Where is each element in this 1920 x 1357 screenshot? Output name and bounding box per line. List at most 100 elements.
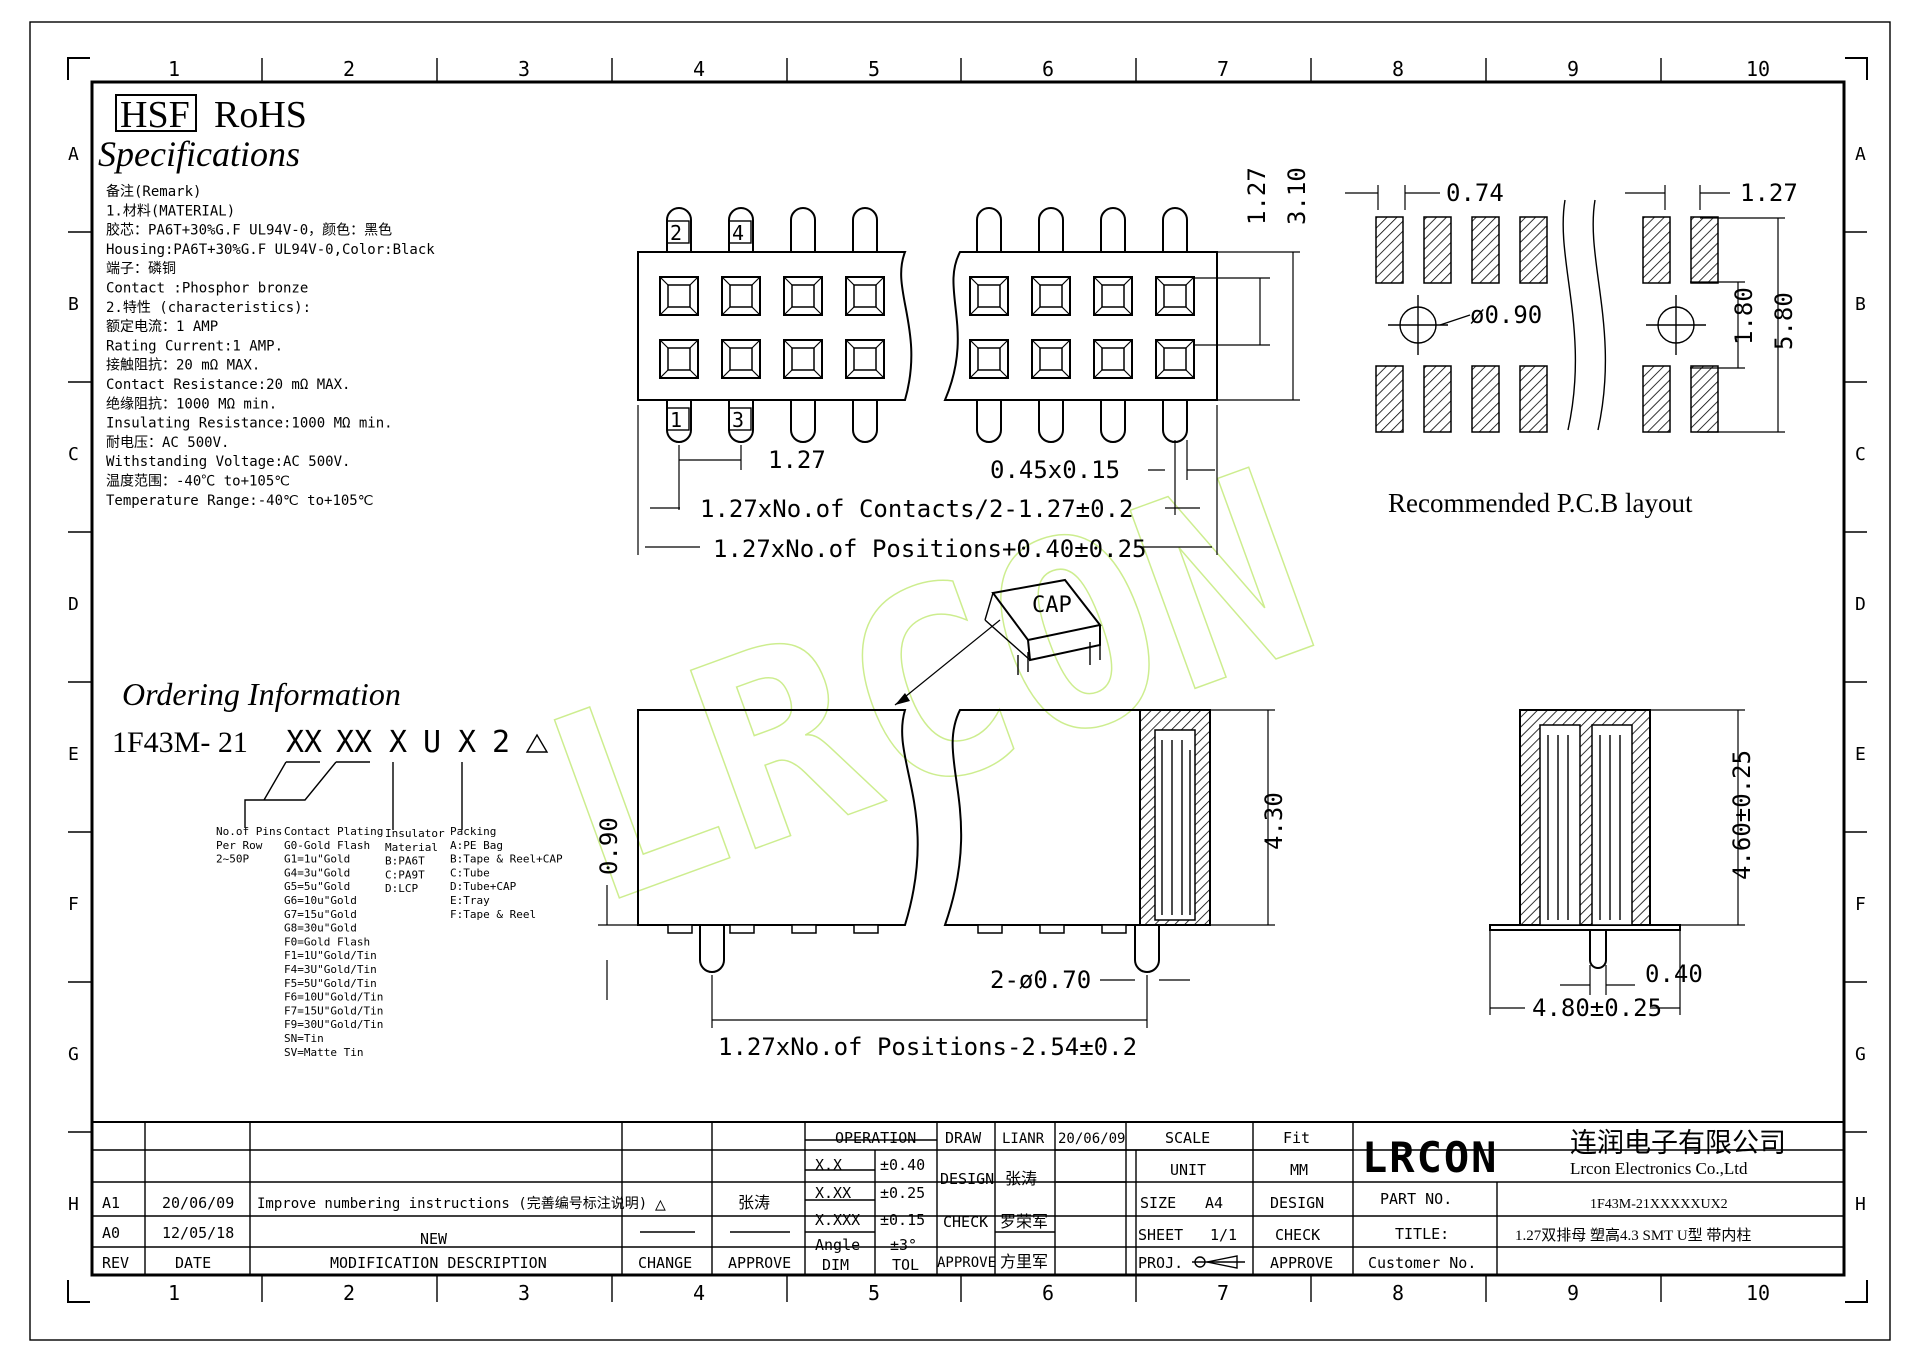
dim-pitch-127: 1.27	[768, 446, 826, 474]
cap-label: CAP	[1032, 593, 1072, 618]
draw-label: DRAW	[945, 1129, 982, 1147]
grid-col-label: 10	[1746, 1281, 1770, 1305]
grid-col-label: 7	[1217, 1281, 1229, 1305]
remark-line: Housing:PA6T+30%G.F UL94V-0,Color:Black	[106, 242, 435, 258]
grid-col-label: 1	[168, 57, 180, 81]
change-a1: △	[655, 1194, 666, 1215]
ordering-option: F1=1U"Gold/Tin	[284, 949, 377, 962]
grid-row-label: H	[68, 1194, 79, 1215]
ordering-code: X	[458, 725, 476, 760]
dim-contacts: 1.27xNo.of Contacts/2-1.27±0.2	[700, 495, 1133, 523]
side-dims	[598, 709, 1275, 1028]
side-bottom-pads	[667, 924, 1127, 934]
remark-line: Contact Resistance:20 mΩ MAX.	[106, 377, 350, 393]
grid-row-label: F	[68, 894, 79, 915]
company-logo: LRCON	[1362, 1133, 1498, 1182]
info-approve-label: APPROVE	[1270, 1254, 1333, 1272]
scale-label: SCALE	[1165, 1129, 1210, 1147]
grid-col-label: 1	[168, 1281, 180, 1305]
ordering-option: F6=10U"Gold/Tin	[284, 991, 383, 1004]
pin-label-3: 3	[732, 408, 744, 432]
grid-row-label: B	[1855, 294, 1866, 315]
part-no-value: 1F43M-21XXXXXUX2	[1590, 1197, 1728, 1212]
grid-col-label: 3	[518, 1281, 530, 1305]
pin-label-1: 1	[670, 408, 682, 432]
pcb-pad	[1375, 365, 1404, 433]
grid-col-label: 2	[343, 1281, 355, 1305]
proj-label: PROJ.	[1138, 1254, 1183, 1272]
ordering-code: XX	[286, 725, 322, 760]
desc-a1: Improve numbering instructions (完善编号标注说明…	[257, 1196, 647, 1212]
end-dims	[1489, 709, 1745, 1015]
customer-label: Customer No.	[1368, 1254, 1476, 1272]
top-view: 2 4 1 3 1.27 1.27xNo.of Contacts/2-1.27±…	[637, 167, 1311, 563]
grid-row-label: C	[68, 444, 79, 465]
tol-val-2: ±0.15	[880, 1211, 925, 1229]
cap-part: CAP	[894, 578, 1102, 706]
pcb-pad	[1519, 365, 1548, 433]
grid-col-label: 4	[693, 57, 705, 81]
ordering-option: C:Tube	[450, 866, 490, 879]
approve-a1: 张涛	[738, 1193, 770, 1212]
dim-045x015: 0.45x0.15	[990, 456, 1120, 484]
ordering-title: Ordering Information	[122, 676, 401, 712]
grid-row-label: E	[68, 744, 79, 765]
dim-positions-side: 1.27xNo.of Positions-2.54±0.2	[718, 1033, 1137, 1061]
grid-row-label: G	[1855, 1044, 1866, 1065]
dim-460: 4.60±0.25	[1728, 750, 1756, 880]
pin-label-2: 2	[670, 221, 682, 245]
ordering-option: B:Tape & Reel+CAP	[450, 853, 563, 866]
tol-dim-0: X.X	[815, 1156, 842, 1174]
ordering-code: XX	[336, 725, 372, 760]
rev-a1: A1	[102, 1194, 120, 1212]
pcb-layout-title: Recommended P.C.B layout	[1388, 488, 1693, 518]
ordering-option: Contact Plating	[284, 825, 383, 838]
projection-icon	[1192, 1255, 1245, 1269]
remark-line: 胶芯：PA6T+30%G.F UL94V-0，颜色：黑色	[106, 222, 392, 239]
remark-line: 端子：磷铜	[106, 261, 176, 277]
corner-marks	[67, 57, 1868, 1303]
ordering-option: No.of Pins	[216, 825, 282, 838]
top-pins-upper	[666, 207, 1188, 252]
remark-line: 1.材料(MATERIAL)	[106, 203, 235, 219]
grid-row-label: B	[68, 294, 79, 315]
ordering-option: F:Tape & Reel	[450, 908, 536, 921]
pcb-dim-127: 1.27	[1740, 179, 1798, 207]
dim-310: 3.10	[1283, 167, 1311, 225]
part-no-label: PART NO.	[1380, 1190, 1452, 1208]
ordering-option: G5=5u"Gold	[284, 880, 350, 893]
post-right	[1134, 925, 1160, 973]
pcb-pad	[1471, 216, 1500, 284]
ordering-code: U	[423, 725, 441, 760]
ordering-leaders	[244, 761, 463, 830]
ordering-option: G4=3u"Gold	[284, 866, 350, 879]
remark-line: Withstanding Voltage:AC 500V.	[106, 454, 350, 470]
top-housing-right	[943, 251, 1218, 401]
ordering-option: G0-Gold Flash	[284, 839, 370, 852]
ordering-option: F4=3U"Gold/Tin	[284, 963, 377, 976]
tol-val-3: ±3°	[890, 1236, 917, 1254]
pcb-layout: 0.74 1.27 ø0.90 1.80 5.80 Recommended P.…	[1345, 179, 1798, 518]
pcb-pad	[1519, 216, 1548, 284]
top-dims	[637, 251, 1300, 555]
ordering-option: Packing	[450, 825, 496, 838]
sheet-value: 1/1	[1210, 1226, 1237, 1244]
pcb-dim-074: 0.74	[1446, 179, 1504, 207]
pcb-pad	[1690, 216, 1719, 284]
pcb-pad	[1423, 365, 1452, 433]
ordering-option: F5=5U"Gold/Tin	[284, 977, 377, 990]
paper-border	[29, 21, 1891, 1341]
pin-label-4: 4	[732, 221, 744, 245]
part-prefix: 1F43M- 21	[112, 726, 248, 759]
pcb-dim-180: 1.80	[1730, 287, 1758, 345]
remark-line: 耐电压：AC 500V.	[106, 435, 229, 451]
pcb-pad	[1642, 216, 1671, 284]
grid-row-label: F	[1855, 894, 1866, 915]
unit-value: MM	[1290, 1161, 1308, 1179]
side-view: 0.90 4.30 2-ø0.70 1.27xNo.of Positions-2…	[595, 709, 1288, 1061]
ordering-code: 2	[492, 725, 510, 760]
dim-480: 4.80±0.25	[1532, 994, 1662, 1022]
tol-label: TOL	[892, 1256, 919, 1274]
